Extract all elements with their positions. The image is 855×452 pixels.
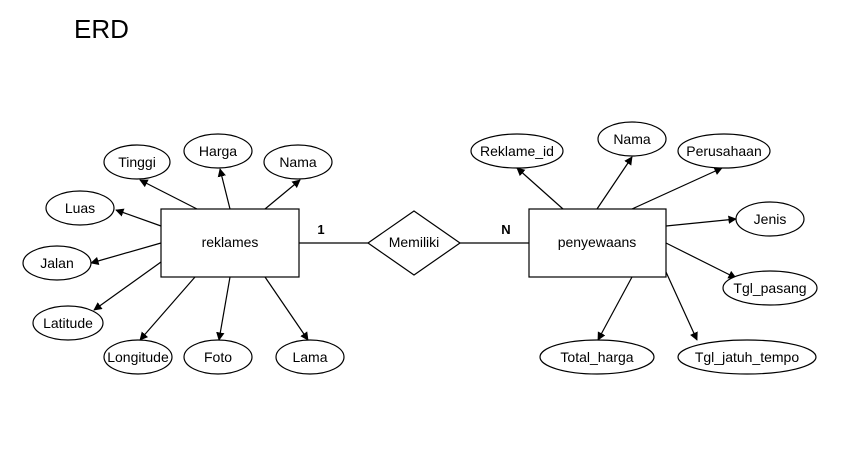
cardinality-left: 1 <box>317 222 324 237</box>
edge-latitude <box>93 261 162 311</box>
attribute-tgl-pasang-label: Tgl_pasang <box>733 280 806 296</box>
attribute-perusahaan-label: Perusahaan <box>686 143 762 159</box>
attribute-longitude-label: Longitude <box>107 349 169 365</box>
attribute-nama-reklames-label: Nama <box>279 154 317 170</box>
attribute-total-harga-label: Total_harga <box>560 349 633 365</box>
edge-tgl-jatuh-tempo <box>665 271 698 341</box>
attribute-nama-reklames: Nama <box>263 144 333 180</box>
attribute-jalan: Jalan <box>22 245 92 281</box>
attribute-foto: Foto <box>183 339 253 375</box>
relationship-memiliki-label: Memiliki <box>389 234 440 250</box>
edge-nama-reklames <box>264 179 301 210</box>
entity-reklames <box>160 208 300 278</box>
edge-nama-penyewaans <box>596 156 633 210</box>
attribute-latitude: Latitude <box>32 305 104 341</box>
attribute-reklame-id: Reklame_id <box>470 133 564 169</box>
attribute-tgl-jatuh-tempo: Tgl_jatuh_tempo <box>677 339 817 375</box>
edge-perusahaan <box>631 167 723 210</box>
entity-reklames-label: reklames <box>202 234 259 250</box>
attribute-tinggi: Tinggi <box>103 144 171 180</box>
edge-lama <box>264 276 309 341</box>
attribute-nama-penyewaans: Nama <box>597 121 667 157</box>
attribute-lama: Lama <box>275 339 345 375</box>
attribute-tinggi-label: Tinggi <box>118 154 156 170</box>
attribute-tgl-pasang: Tgl_pasang <box>722 270 818 306</box>
attribute-jenis: Jenis <box>735 201 805 237</box>
cardinality-right: N <box>501 222 510 237</box>
attribute-luas: Luas <box>45 190 115 226</box>
edge-jenis <box>665 215 737 227</box>
attribute-longitude: Longitude <box>103 339 173 375</box>
attribute-harga: Harga <box>183 133 253 169</box>
attribute-perusahaan: Perusahaan <box>677 133 771 169</box>
attribute-tgl-jatuh-tempo-label: Tgl_jatuh_tempo <box>695 349 800 365</box>
edge-total-harga <box>597 276 633 341</box>
attribute-harga-label: Harga <box>199 143 237 159</box>
edge-harga <box>217 168 231 210</box>
edge-longitude <box>139 276 196 341</box>
attribute-total-harga: Total_harga <box>539 339 655 375</box>
attribute-lama-label: Lama <box>292 349 327 365</box>
entity-penyewaans <box>528 208 667 278</box>
edge-foto <box>216 276 231 341</box>
edge-tgl-pasang <box>665 242 737 279</box>
attribute-luas-label: Luas <box>65 200 95 216</box>
entity-penyewaans-label: penyewaans <box>558 234 637 250</box>
attribute-nama-penyewaans-label: Nama <box>613 131 651 147</box>
attribute-jalan-label: Jalan <box>40 255 73 271</box>
attribute-foto-label: Foto <box>204 349 232 365</box>
diagram-title: ERD <box>74 14 129 44</box>
attribute-reklame-id-label: Reklame_id <box>480 143 554 159</box>
edge-luas <box>115 208 162 227</box>
edge-reklame-id <box>516 167 564 210</box>
edge-tinggi <box>139 179 198 210</box>
attribute-latitude-label: Latitude <box>43 315 93 331</box>
attribute-jenis-label: Jenis <box>754 211 787 227</box>
relationship-memiliki <box>366 210 462 276</box>
edges-layer <box>90 156 737 341</box>
edge-jalan <box>90 242 162 265</box>
